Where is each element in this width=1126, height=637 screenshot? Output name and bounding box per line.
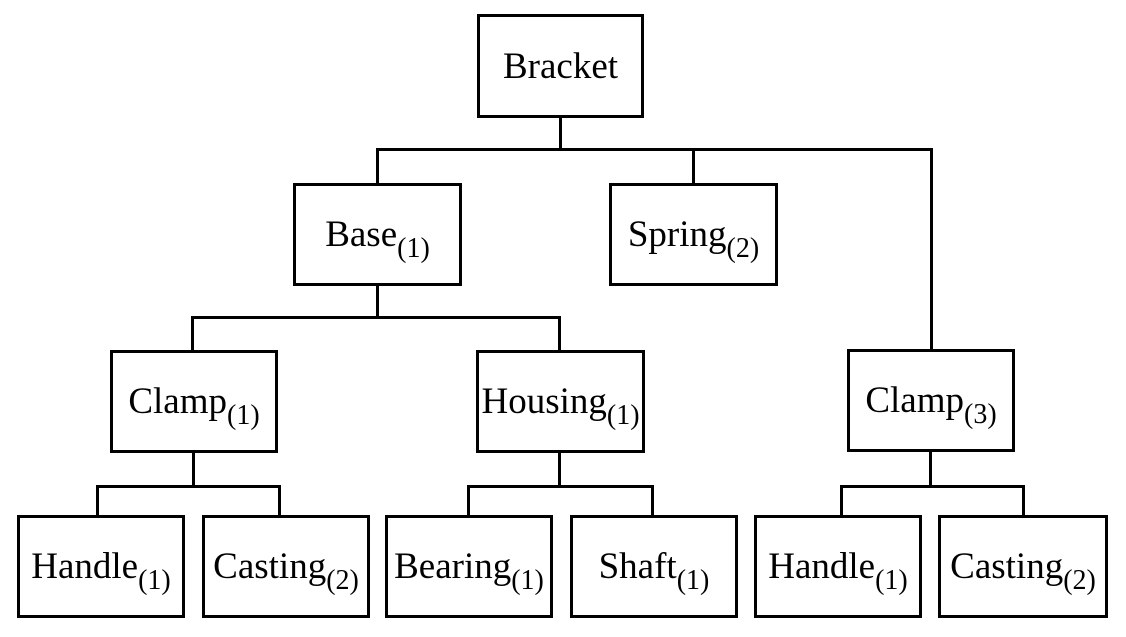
tree-node-bearing: Bearing(1) — [385, 515, 553, 618]
node-label-text: Handle — [768, 546, 876, 587]
node-qty-subscript: (1) — [227, 400, 260, 431]
node-label: Spring(2) — [627, 214, 759, 263]
connector-shaft-drop — [651, 485, 654, 515]
node-qty-subscript: (2) — [1063, 565, 1096, 596]
connector-clamp1-down — [192, 452, 195, 487]
node-label: Housing(1) — [481, 381, 639, 430]
node-label-text: Shaft — [598, 546, 677, 587]
connector-bracket-down — [559, 117, 562, 151]
node-label: Casting(2) — [213, 546, 359, 595]
node-qty-subscript: (1) — [606, 400, 640, 431]
tree-node-clamp-3: Clamp(3) — [847, 349, 1015, 452]
tree-node-handle-left: Handle(1) — [17, 515, 185, 618]
node-label-text: Clamp — [865, 380, 964, 421]
node-qty-subscript: (3) — [964, 399, 997, 430]
node-label-text: Bearing — [394, 546, 512, 587]
connector-handle-left-drop — [96, 485, 99, 515]
node-qty-subscript: (1) — [397, 233, 430, 264]
connector-base-drop — [376, 148, 379, 183]
tree-node-shaft: Shaft(1) — [570, 515, 738, 618]
connector-clamp3-down — [929, 451, 932, 487]
node-label: Clamp(3) — [865, 380, 996, 429]
node-qty-subscript: (2) — [726, 233, 760, 264]
connector-clamp1-children-bus — [96, 485, 281, 488]
node-qty-subscript: (1) — [511, 565, 544, 596]
connector-spring-drop — [692, 148, 695, 183]
connector-base-down — [376, 285, 379, 318]
connector-clamp1-drop — [191, 316, 194, 350]
connector-level1-bus — [376, 148, 933, 151]
node-label-text: Clamp — [128, 381, 227, 422]
connector-clamp3-children-bus — [840, 485, 1025, 488]
node-qty-subscript: (1) — [676, 565, 710, 596]
tree-node-clamp-1: Clamp(1) — [110, 350, 278, 453]
tree-node-base: Base(1) — [293, 183, 462, 286]
connector-casting-right-drop — [1022, 485, 1025, 515]
node-qty-subscript: (2) — [326, 565, 359, 596]
node-label-text: Bracket — [502, 45, 619, 87]
node-label: Bearing(1) — [394, 546, 544, 595]
node-label: Base(1) — [325, 214, 430, 263]
node-label: Bracket — [503, 48, 618, 85]
tree-node-casting-right: Casting(2) — [938, 515, 1108, 618]
tree-node-spring: Spring(2) — [609, 183, 778, 286]
node-label-text: Handle — [31, 546, 139, 587]
connector-casting-left-drop — [278, 485, 281, 515]
node-label-text: Spring — [627, 214, 727, 255]
node-qty-subscript: (1) — [138, 565, 171, 596]
connector-housing-down — [558, 452, 561, 487]
connector-housing-drop — [558, 316, 561, 350]
tree-node-housing: Housing(1) — [476, 350, 645, 453]
node-label: Casting(2) — [950, 546, 1096, 595]
node-label-text: Housing — [481, 381, 607, 422]
node-label: Shaft(1) — [598, 546, 710, 595]
node-label-text: Base — [325, 214, 398, 255]
node-label-text: Casting — [950, 546, 1064, 587]
connector-base-children-bus — [191, 316, 561, 319]
tree-node-handle-right: Handle(1) — [754, 515, 922, 618]
connector-bearing-drop — [467, 485, 470, 515]
node-label-text: Casting — [213, 546, 327, 587]
node-label: Clamp(1) — [128, 381, 259, 430]
node-qty-subscript: (1) — [875, 565, 908, 596]
tree-node-casting-left: Casting(2) — [202, 515, 370, 618]
connector-handle-right-drop — [840, 485, 843, 515]
tree-node-bracket: Bracket — [477, 14, 644, 118]
node-label: Handle(1) — [31, 546, 171, 595]
connector-housing-children-bus — [467, 485, 654, 488]
connector-clamp3-drop — [930, 148, 933, 349]
node-label: Handle(1) — [768, 546, 908, 595]
